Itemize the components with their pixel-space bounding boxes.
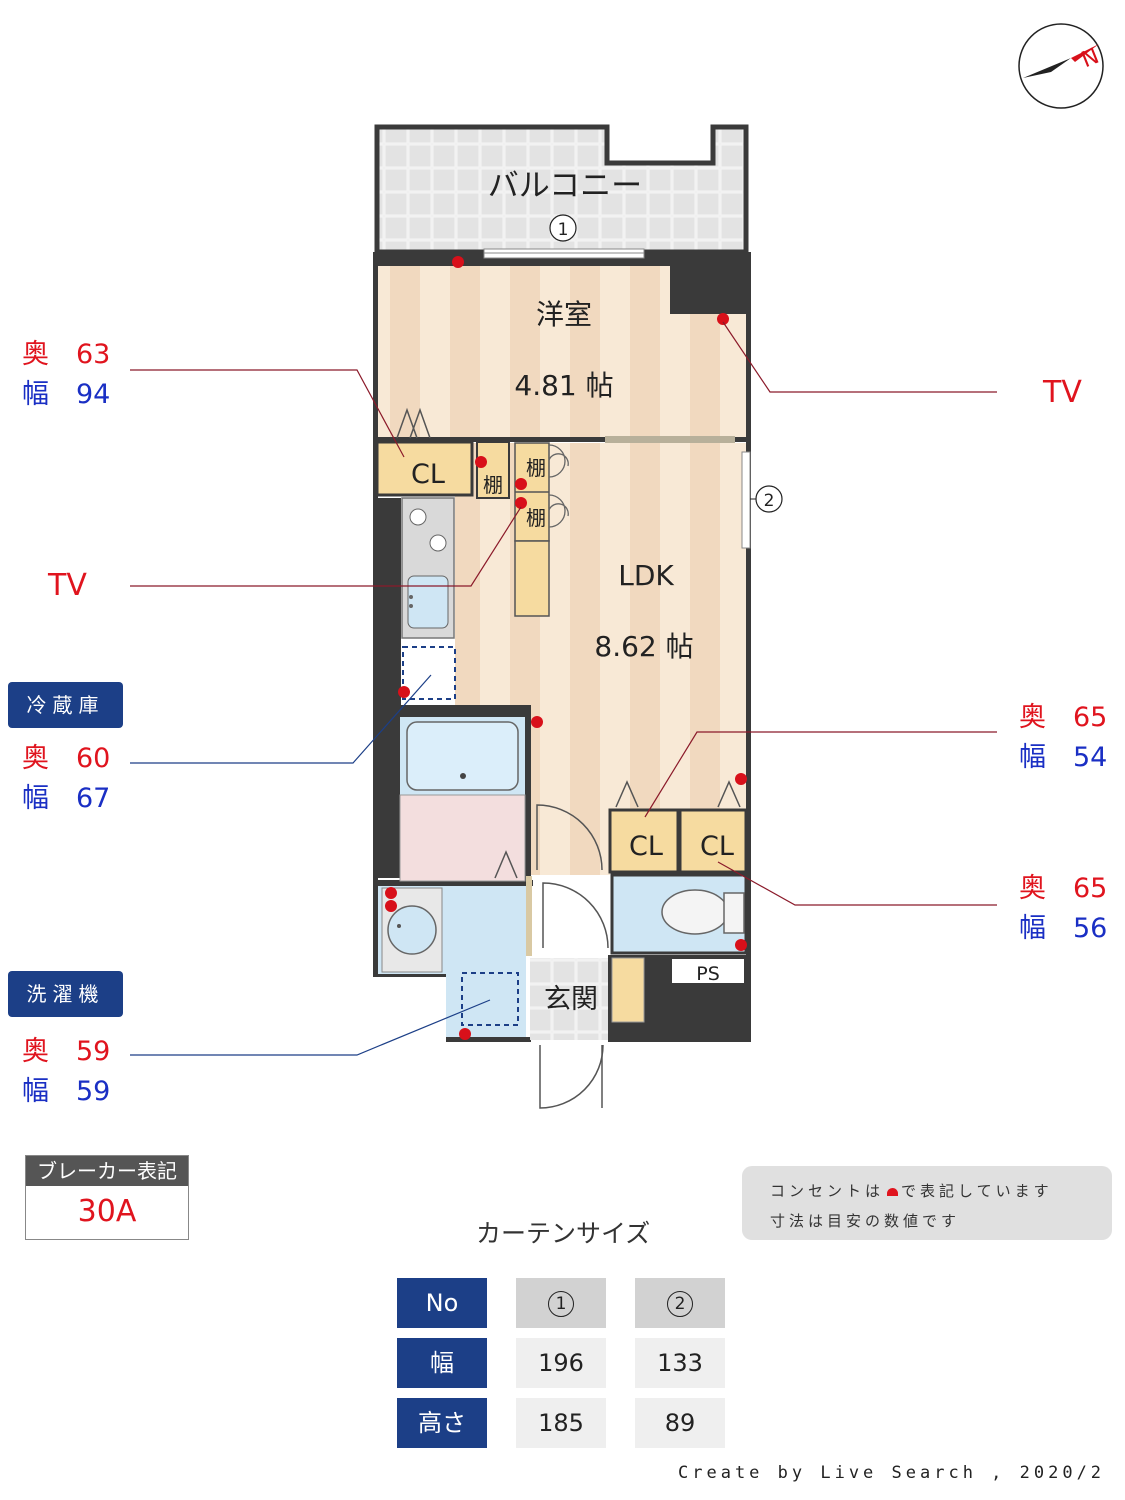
entrance	[530, 957, 645, 1040]
western-room-size: 4.81 帖	[514, 369, 613, 402]
curtain-width-1: 196	[516, 1338, 606, 1388]
shelf-column	[514, 442, 569, 617]
note-line-2: 寸法は目安の数値です	[770, 1212, 961, 1230]
breaker-value: 30A	[77, 1194, 137, 1229]
ps-box	[672, 959, 744, 983]
curtain-header-no: No	[397, 1278, 487, 1328]
balcony-label: バルコニー	[488, 168, 642, 204]
curtain-width-2: 133	[635, 1338, 725, 1388]
closet-left-label: CL	[411, 459, 445, 490]
washer-title: 洗濯機	[8, 971, 123, 1017]
curtain-row-height-label: 高さ	[397, 1398, 487, 1448]
credit-text: Create by Live Search , 2020/2	[678, 1463, 1106, 1483]
breaker-box: ブレーカー表記 30A	[25, 1155, 189, 1240]
svg-text:1: 1	[558, 220, 569, 240]
curtain-height-1: 185	[516, 1398, 606, 1448]
tv-label-right: TV	[1043, 375, 1082, 410]
walls	[373, 252, 751, 1042]
fridge-space	[402, 646, 456, 700]
closet-right	[608, 780, 748, 874]
ldk-size: 8.62 帖	[594, 630, 693, 663]
curtain-row-width-label: 幅	[397, 1338, 487, 1388]
window-marker-2: 2	[750, 485, 783, 513]
bathroom	[399, 717, 526, 882]
curtain-table-title: カーテンサイズ	[476, 1219, 651, 1248]
tv-label-left: TV	[48, 568, 87, 603]
ldk-label: LDK	[618, 559, 674, 592]
outlets	[385, 256, 747, 1040]
curtain-header-2: 2	[635, 1278, 725, 1328]
closet-right-label-1: CL	[629, 831, 663, 862]
ps-label: PS	[696, 963, 720, 985]
compass-icon: N	[1018, 23, 1104, 109]
western-room-label: 洋室	[536, 298, 592, 331]
svg-text:2: 2	[764, 491, 775, 511]
window-marker-1: 1	[549, 214, 577, 242]
ldk-window	[741, 451, 751, 549]
sliding-door	[605, 436, 735, 443]
closet-right-label-2: CL	[700, 831, 734, 862]
entrance-label: 玄関	[544, 984, 598, 1015]
legend-note: コンセントはで表記しています 寸法は目安の数値です	[742, 1166, 1112, 1240]
outlet-icon	[887, 1188, 899, 1196]
door-frame	[526, 876, 532, 956]
hall-doors	[536, 804, 609, 1109]
curtain-header-1: 1	[516, 1278, 606, 1328]
leader-lines	[130, 321, 997, 1056]
breaker-label: ブレーカー表記	[26, 1156, 188, 1186]
shelf-label-2: 棚	[526, 456, 546, 480]
shelf-small	[476, 441, 510, 499]
balcony-window	[483, 248, 645, 259]
washroom	[378, 886, 526, 1037]
note-line-1: コンセントはで表記しています	[770, 1182, 1053, 1200]
shelf-label-1: 棚	[483, 473, 503, 497]
toilet	[610, 873, 748, 955]
closet-left	[375, 407, 474, 497]
fridge-title: 冷蔵庫	[8, 682, 123, 728]
curtain-height-2: 89	[635, 1398, 725, 1448]
shelf-label-3: 棚	[526, 506, 546, 530]
kitchen-counter	[401, 497, 455, 639]
